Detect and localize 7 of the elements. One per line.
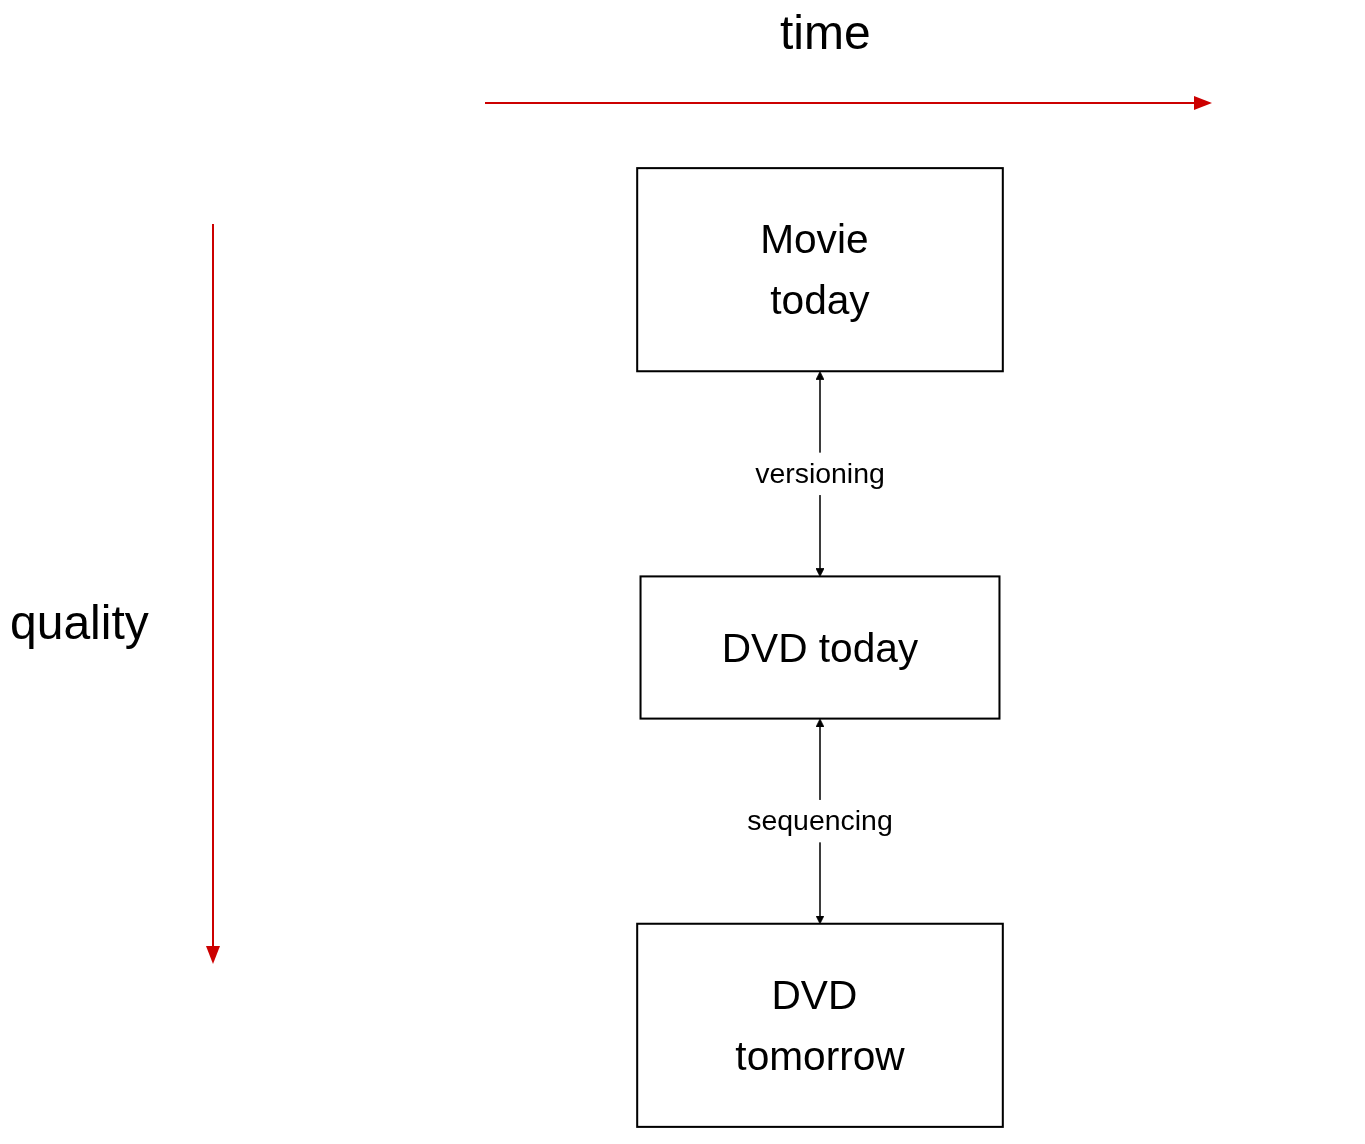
edge-label: versioning bbox=[755, 457, 885, 490]
edge-label: sequencing bbox=[747, 804, 893, 837]
node-box: Movie today bbox=[636, 167, 1004, 373]
axis-label: time bbox=[780, 5, 871, 60]
node-box: DVD tomorrow bbox=[636, 922, 1004, 1128]
axis-label: quality bbox=[10, 595, 149, 650]
node-box: DVD today bbox=[639, 575, 1001, 720]
